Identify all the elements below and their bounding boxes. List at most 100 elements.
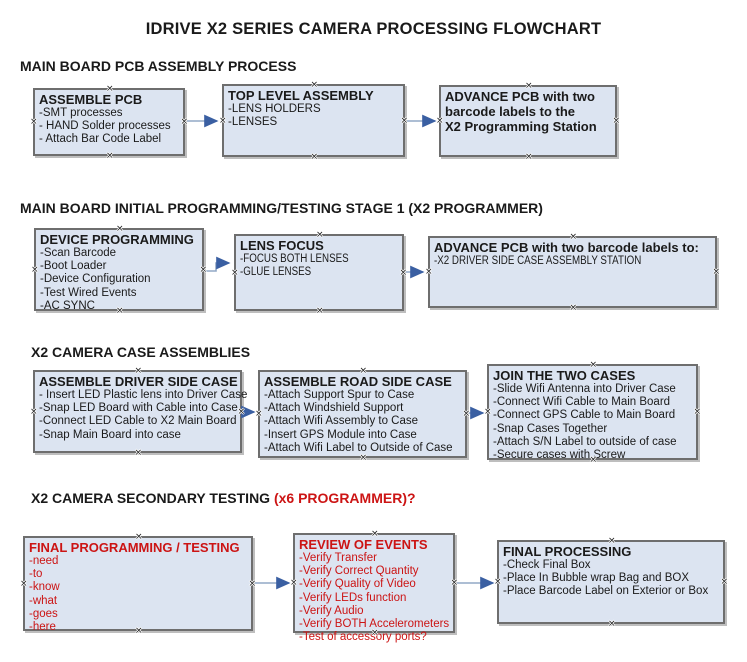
connection-point-marker: × — [525, 81, 533, 91]
connection-point-marker: × — [106, 151, 114, 161]
box-line: -Verify LEDs function — [299, 591, 407, 604]
box-title: DEVICE PROGRAMMING — [40, 232, 194, 247]
flow-box-advance-pcb-driver-side-station: ADVANCE PCB with two barcode labels to: … — [425, 232, 720, 313]
connection-point-marker: × — [316, 306, 324, 316]
connection-point-marker: × — [425, 267, 433, 277]
box-line: -Connect LED Cable to X2 Main Board — [39, 415, 237, 428]
section-header-secondary-testing: X2 CAMERA SECONDARY TESTING (x6 PROGRAMM… — [31, 490, 416, 506]
connection-point-marker: × — [359, 366, 368, 376]
connection-point-marker: × — [494, 577, 502, 587]
box-line: -Verify Audio — [299, 604, 364, 617]
box-title: ASSEMBLE PCB — [39, 92, 143, 107]
box-line: -Connect Wifi Cable to Main Board — [493, 396, 671, 409]
box-line: -need — [29, 555, 59, 567]
connection-point-marker: × — [569, 303, 578, 313]
box-line: barcode labels to the — [445, 104, 576, 119]
connection-point-marker: × — [589, 455, 598, 465]
section-header-secondary-testing-red: (x6 PROGRAMMER)? — [273, 490, 416, 506]
connection-point-marker: × — [316, 230, 324, 240]
box-title: FINAL PROGRAMMING / TESTING — [29, 540, 240, 555]
box-line: -Attach Windshield Support — [264, 402, 404, 415]
page-title: IDRIVE X2 SERIES CAMERA PROCESSING FLOWC… — [145, 20, 602, 38]
flow-box-device-programming: DEVICE PROGRAMMING -Scan Barcode -Boot L… — [31, 225, 207, 316]
box-line: -Place In Bubble wrap Bag and BOX — [503, 572, 690, 585]
connection-point-marker: × — [219, 115, 227, 126]
connection-point-marker: × — [248, 578, 256, 589]
box-line: -Place Barcode Label on Exterior or Box — [503, 585, 709, 598]
connection-point-marker: × — [462, 409, 470, 419]
connection-point-marker: × — [116, 306, 124, 316]
box-title: REVIEW OF EVENTS — [299, 537, 428, 552]
flow-box-assemble-driver-side-case: ASSEMBLE DRIVER SIDE CASE - Insert LED P… — [30, 366, 247, 458]
box-line: -Snap Main Board into case — [39, 428, 181, 441]
flow-box-assemble-pcb: ASSEMBLE PCB -SMT processes - HAND Solde… — [30, 84, 188, 161]
connection-point-marker: × — [712, 267, 720, 277]
box-line: -Test Wired Events — [40, 286, 137, 299]
box-line: - Attach Bar Code Label — [39, 133, 162, 146]
connection-point-marker: × — [400, 115, 408, 126]
connection-point-marker: × — [310, 152, 319, 162]
connection-point-marker: × — [135, 626, 143, 636]
flow-box-final-programming-testing: FINAL PROGRAMMING / TESTING -need -to -k… — [20, 532, 256, 636]
flow-box-assemble-road-side-case: ASSEMBLE ROAD SIDE CASE -Attach Support … — [255, 366, 470, 463]
connection-point-marker: × — [371, 529, 379, 539]
box-line: -SMT processes — [39, 107, 123, 119]
box-title: LENS FOCUS — [240, 238, 324, 253]
connection-point-marker: × — [608, 619, 616, 629]
connection-point-marker: × — [290, 578, 298, 588]
connection-point-marker: × — [484, 407, 492, 417]
connection-point-marker: × — [569, 232, 578, 242]
connection-point-marker: × — [31, 264, 39, 275]
connection-point-marker: × — [20, 578, 28, 589]
connection-point-marker: × — [180, 117, 188, 127]
connection-point-marker: × — [525, 152, 533, 162]
flow-box-top-level-assembly: TOP LEVEL ASSEMBLY -LENS HOLDERS -LENSES… — [219, 80, 408, 162]
connection-point-marker: × — [399, 267, 407, 278]
flow-box-join-the-two-cases: JOIN THE TWO CASES -Slide Wifi Antenna i… — [484, 361, 701, 465]
box-line: -to — [29, 568, 43, 581]
flow-box-review-of-events: REVIEW OF EVENTS -Verify Transfer -Verif… — [290, 529, 458, 644]
box-line: -here — [29, 621, 56, 634]
box-title: ASSEMBLE ROAD SIDE CASE — [264, 374, 452, 389]
box-line: -Secure cases with Screw — [493, 449, 626, 462]
box-line: -Device Configuration — [40, 273, 151, 286]
connection-point-marker: × — [359, 453, 368, 463]
box-line: -Verify BOTH Accelerometers — [299, 618, 450, 631]
box-line: - HAND Solder processes — [39, 120, 171, 133]
connection-point-marker: × — [231, 267, 239, 278]
box-line: -goes — [29, 607, 58, 620]
connection-point-marker: × — [30, 406, 38, 417]
box-line: X2 Programming Station — [445, 119, 597, 134]
connection-point-marker: × — [135, 532, 143, 542]
box-line: -Connect GPS Cable to Main Board — [493, 409, 676, 422]
connection-point-marker: × — [612, 116, 620, 126]
connection-point-marker: × — [199, 264, 207, 275]
connector-arrow — [206, 256, 231, 272]
box-line: -LENSES — [228, 116, 278, 129]
flow-box-final-processing: FINAL PROCESSING -Check Final Box -Place… — [494, 536, 728, 629]
box-line: -Verify Transfer — [299, 552, 377, 564]
box-line: -FOCUS BOTH LENSES — [240, 253, 349, 265]
connection-point-marker: × — [134, 448, 143, 458]
box-line: -Snap LED Board with Cable into Case — [39, 402, 238, 415]
box-line: -Verify Correct Quantity — [299, 565, 419, 578]
section-header-initial-programming: MAIN BOARD INITIAL PROGRAMMING/TESTING S… — [20, 200, 543, 216]
connection-point-marker: × — [134, 366, 143, 376]
flow-box-advance-pcb-programming-station: ADVANCE PCB with two barcode labels to t… — [436, 81, 620, 162]
box-title: ADVANCE PCB with two — [445, 89, 595, 104]
box-line: -Snap Cases Together — [493, 422, 608, 435]
flow-box-lens-focus: LENS FOCUS -FOCUS BOTH LENSES -GLUE LENS… — [231, 230, 407, 316]
box-title: FINAL PROCESSING — [503, 544, 632, 559]
box-title: ASSEMBLE DRIVER SIDE CASE — [39, 374, 238, 389]
box-line: -Attach Wifi Assembly to Case — [264, 415, 419, 428]
connection-point-marker: × — [450, 578, 458, 588]
box-line: -Attach Wifi Label to Outside of Case — [264, 441, 453, 454]
connection-point-marker: × — [106, 84, 114, 94]
box-line: -Insert GPS Module into Case — [264, 428, 417, 441]
box-line: -Attach Support Spur to Case — [264, 389, 415, 401]
connection-point-marker: × — [310, 80, 319, 90]
connection-point-marker: × — [608, 536, 616, 546]
box-line: -know — [29, 581, 60, 594]
box-line: -Verify Quality of Video — [299, 578, 416, 591]
